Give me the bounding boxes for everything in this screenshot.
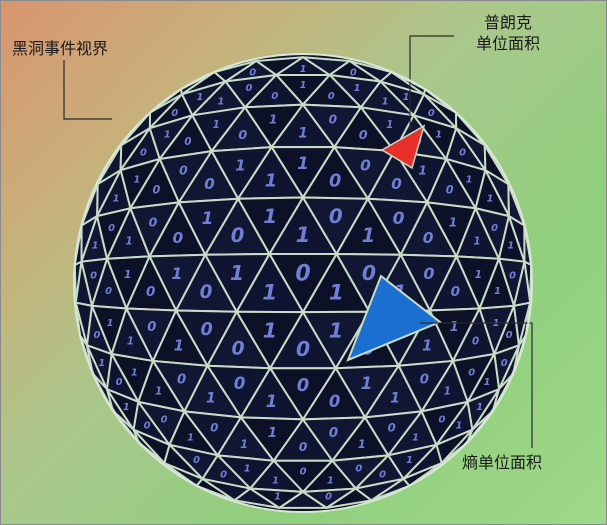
planck-label-line-1: 普朗克: [460, 12, 556, 33]
planck-area-label: 普朗克 单位面积: [460, 12, 556, 54]
planck-label-line-2: 单位面积: [460, 33, 556, 54]
entropy-area-label: 熵单位面积: [462, 453, 542, 473]
event-horizon-label: 黑洞事件视界: [12, 39, 108, 59]
